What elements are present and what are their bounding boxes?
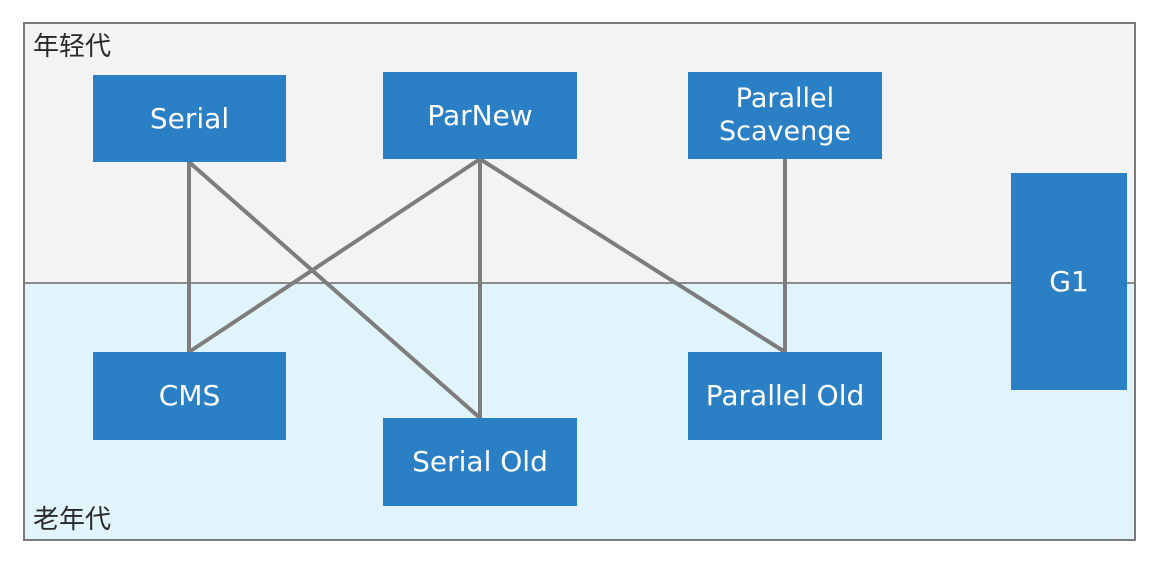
collector-parallel-scavenge: Parallel Scavenge bbox=[688, 72, 882, 159]
collector-g1: G1 bbox=[1011, 173, 1127, 390]
collector-parallel-scavenge-label: Parallel Scavenge bbox=[719, 83, 851, 147]
collector-serial: Serial bbox=[93, 75, 286, 162]
collector-cms-label: CMS bbox=[158, 379, 221, 413]
collector-parnew-label: ParNew bbox=[427, 98, 533, 132]
collector-serial-old: Serial Old bbox=[383, 418, 577, 506]
collector-serial-old-label: Serial Old bbox=[412, 445, 548, 479]
collector-cms: CMS bbox=[93, 352, 286, 440]
edge-parnew-parallel-old bbox=[478, 157, 787, 354]
young-generation-label: 年轻代 bbox=[33, 32, 112, 62]
edge-parnew-cms bbox=[187, 157, 482, 354]
old-generation-label: 老年代 bbox=[33, 505, 112, 535]
collector-parallel-old-label: Parallel Old bbox=[705, 379, 865, 413]
collector-parnew: ParNew bbox=[383, 72, 577, 159]
diagram-frame: 年轻代 老年代 bbox=[23, 22, 1136, 541]
collector-parallel-old: Parallel Old bbox=[688, 352, 882, 440]
collector-g1-label: G1 bbox=[1049, 264, 1089, 298]
edge-serial-serial-old bbox=[187, 160, 482, 420]
collector-serial-label: Serial bbox=[149, 101, 230, 135]
generation-divider bbox=[25, 282, 1134, 284]
